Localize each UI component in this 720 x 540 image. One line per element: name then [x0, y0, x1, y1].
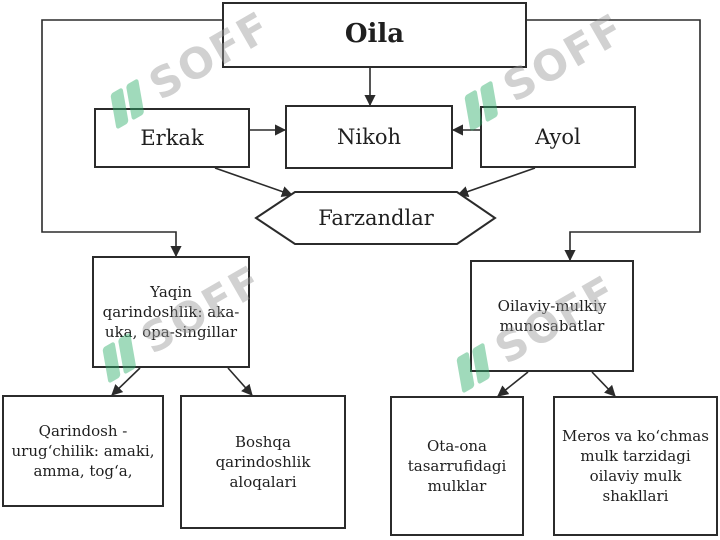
edge-oila-oilaviy: [527, 19, 701, 262]
node-erkak-label: Erkak: [140, 125, 204, 150]
node-farzandlar-label: Farzandlar: [318, 206, 434, 230]
node-boshqa-qarindoshlik: Boshqa qarindoshlik aloqalari: [180, 395, 346, 529]
node-yaqin-qarindoshlik: Yaqin qarindoshlik: aka-uka, opa-singill…: [92, 256, 250, 368]
edge-yaqin-boshqa: [227, 367, 253, 396]
node-boshqa-qarindoshlik-label: Boshqa qarindoshlik aloqalari: [215, 432, 311, 492]
node-nikoh: Nikoh: [285, 105, 453, 169]
edge-oilaviy-otaona: [497, 371, 529, 397]
edge-yaqin-qarindosh: [111, 367, 141, 396]
node-erkak: Erkak: [94, 108, 250, 168]
edge-erkak-farzandlar: [214, 167, 294, 197]
farzandlar-hexagon: [254, 191, 497, 245]
edge-oilaviy-meros: [591, 371, 616, 397]
node-oilaviy-mulkiy: Oilaviy-mulkiy munosabatlar: [470, 260, 634, 372]
edge-ayol-farzandlar: [456, 167, 536, 197]
node-farzandlar: Farzandlar: [295, 192, 457, 244]
node-oila: Oila: [222, 2, 527, 68]
node-ayol: Ayol: [480, 106, 636, 168]
node-meros-mulk-label: Meros va ko‘chmas mulk tarzidagi oilaviy…: [562, 426, 709, 506]
node-qarindosh-urugchilik-label: Qarindosh - urug‘chilik: amaki, amma, to…: [11, 421, 155, 481]
node-oila-label: Oila: [344, 19, 405, 50]
node-qarindosh-urugchilik: Qarindosh - urug‘chilik: amaki, amma, to…: [2, 395, 164, 507]
node-nikoh-label: Nikoh: [337, 124, 401, 149]
node-yaqin-qarindoshlik-label: Yaqin qarindoshlik: aka-uka, opa-singill…: [102, 282, 240, 342]
node-oilaviy-mulkiy-label: Oilaviy-mulkiy munosabatlar: [497, 296, 607, 335]
node-ota-ona-mulklar: Ota-ona tasarrufidagi mulklar: [390, 396, 524, 536]
node-meros-mulk: Meros va ko‘chmas mulk tarzidagi oilaviy…: [553, 396, 718, 536]
node-ayol-label: Ayol: [535, 124, 581, 149]
edge-oila-yaqin: [41, 19, 222, 258]
node-ota-ona-mulklar-label: Ota-ona tasarrufidagi mulklar: [407, 436, 507, 496]
